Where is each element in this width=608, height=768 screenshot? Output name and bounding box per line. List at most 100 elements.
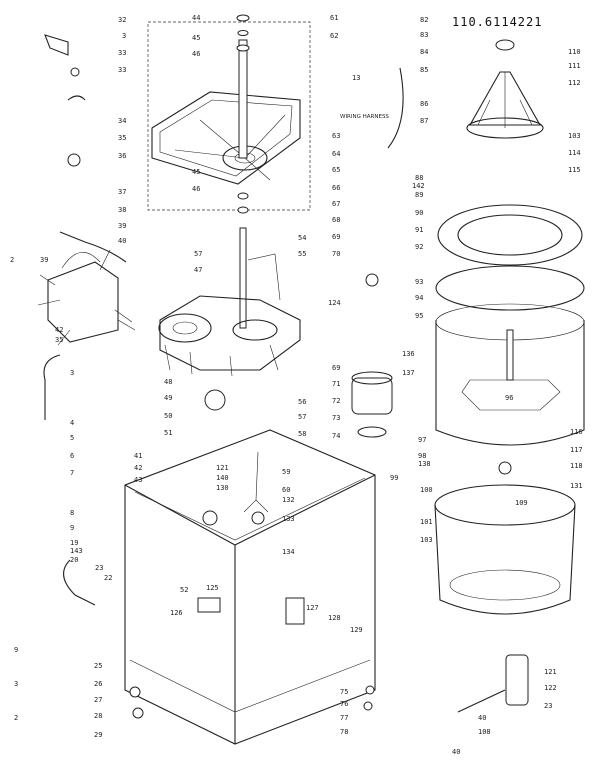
part-label: 61 xyxy=(330,14,338,22)
part-label: 64 xyxy=(332,150,340,158)
part-label: 67 xyxy=(332,200,340,208)
part-label: 2 xyxy=(10,256,14,264)
part-label: 33 xyxy=(118,49,126,57)
part-label: 44 xyxy=(192,14,200,22)
part-label: 87 xyxy=(420,117,428,125)
part-label: 25 xyxy=(94,662,102,670)
part-label: 23 xyxy=(95,564,103,572)
part-label: 65 xyxy=(332,166,340,174)
gearcase-assembly xyxy=(158,227,301,377)
part-label: 100 xyxy=(420,486,433,494)
part-label: 136 xyxy=(402,350,415,358)
part-label: 121 xyxy=(544,668,557,676)
part-label: 129 xyxy=(350,626,363,634)
part-label: 117 xyxy=(570,446,583,454)
part-label: 41 xyxy=(134,452,142,460)
part-label: 99 xyxy=(390,474,398,482)
transmission-assembly-group xyxy=(147,14,311,214)
part-label: 46 xyxy=(192,50,200,58)
part-label: 140 xyxy=(216,474,229,482)
wiring-harness xyxy=(37,249,136,346)
part-label: 94 xyxy=(415,294,423,302)
part-label: 37 xyxy=(118,188,126,196)
part-label: 58 xyxy=(298,430,306,438)
part-label: 86 xyxy=(420,100,428,108)
part-label: 36 xyxy=(118,152,126,160)
part-label: 108 xyxy=(478,728,491,736)
part-label: 28 xyxy=(94,712,102,720)
part-label: 49 xyxy=(164,394,172,402)
part-label: 2 xyxy=(14,714,18,722)
part-label: 40 xyxy=(452,748,460,756)
part-label: 59 xyxy=(282,468,290,476)
part-label: 69 xyxy=(332,233,340,241)
part-label: 62 xyxy=(330,32,338,40)
part-label: 73 xyxy=(332,414,340,422)
part-label: 76 xyxy=(340,700,348,708)
part-label: 60 xyxy=(282,486,290,494)
part-label: 134 xyxy=(282,548,295,556)
part-label: 84 xyxy=(420,48,428,56)
part-label: 125 xyxy=(206,584,219,592)
part-label: 68 xyxy=(332,216,340,224)
part-label: 13 xyxy=(352,74,360,82)
part-label: 23 xyxy=(544,702,552,710)
part-label: 101 xyxy=(420,518,433,526)
part-label: 143 xyxy=(70,547,83,555)
part-label: 22 xyxy=(104,574,112,582)
part-label: 92 xyxy=(415,243,423,251)
part-label: 3 xyxy=(70,369,74,377)
tub-assembly xyxy=(435,204,585,446)
part-label: 126 xyxy=(170,609,183,617)
outer-tub xyxy=(434,484,576,615)
part-label: 55 xyxy=(298,250,306,258)
part-label: 29 xyxy=(94,731,102,739)
part-label: 9 xyxy=(14,646,18,654)
part-label: 3 xyxy=(122,32,126,40)
part-label: 48 xyxy=(164,378,172,386)
part-label: 35 xyxy=(55,336,63,344)
drain-hose xyxy=(43,231,127,606)
part-label: 93 xyxy=(415,278,423,286)
part-label: 88 xyxy=(415,174,423,182)
part-label: 142 xyxy=(412,182,425,190)
part-label: 19 xyxy=(70,539,78,547)
part-label: 45 xyxy=(192,168,200,176)
part-label: 57 xyxy=(194,250,202,258)
part-label: 56 xyxy=(298,398,306,406)
part-label: 133 xyxy=(282,515,295,523)
part-label: 111 xyxy=(568,62,581,70)
part-label: 5 xyxy=(70,434,74,442)
part-label: 128 xyxy=(328,614,341,622)
part-label: 132 xyxy=(282,496,295,504)
part-label: 57 xyxy=(298,413,306,421)
part-labels: 32 3 33 33 34 35 36 37 38 39 40 44 45 46… xyxy=(10,14,583,756)
part-label: 7 xyxy=(70,469,74,477)
part-label: 103 xyxy=(568,132,581,140)
part-label: 52 xyxy=(180,586,188,594)
part-label: 138 xyxy=(418,460,431,468)
part-label: 78 xyxy=(340,728,348,736)
part-label: 89 xyxy=(415,191,423,199)
part-label: 112 xyxy=(568,79,581,87)
part-label: 39 xyxy=(118,222,126,230)
pump-hose xyxy=(457,654,529,713)
part-label: 114 xyxy=(568,149,581,157)
part-label: 4 xyxy=(70,419,74,427)
part-label: 130 xyxy=(216,484,229,492)
part-label: 40 xyxy=(478,714,486,722)
part-label: 3 xyxy=(14,680,18,688)
part-label: 83 xyxy=(420,31,428,39)
part-label: 122 xyxy=(544,684,557,692)
part-label: 34 xyxy=(118,117,126,125)
part-label: 47 xyxy=(194,266,202,274)
part-label: 66 xyxy=(332,184,340,192)
part-label: 121 xyxy=(216,464,229,472)
part-label: 70 xyxy=(332,250,340,258)
part-label: 127 xyxy=(306,604,319,612)
part-label: 116 xyxy=(570,428,583,436)
part-label: 74 xyxy=(332,432,340,440)
part-label: 110 xyxy=(568,48,581,56)
part-label: 90 xyxy=(415,209,423,217)
